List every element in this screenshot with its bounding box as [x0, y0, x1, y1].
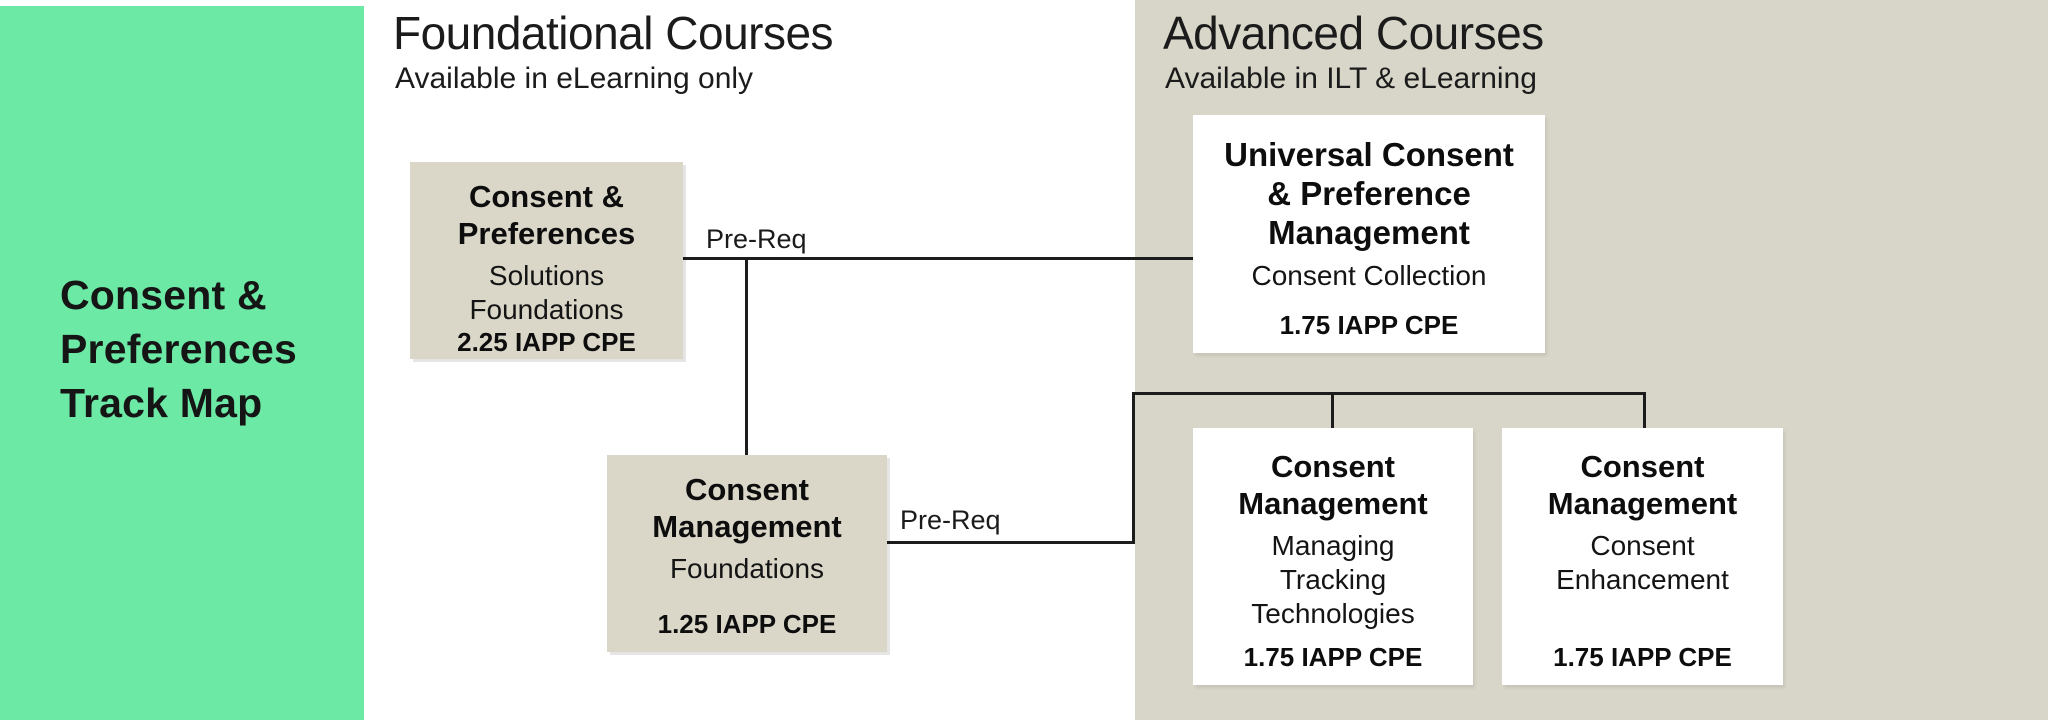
foundational-subheading: Available in eLearning only	[395, 62, 754, 95]
course-box-consent-preferences-solutions-foundations: Consent & Preferences Solutions Foundati…	[410, 162, 683, 359]
course-box-consent-management-managing-tracking-technologies: Consent Management Managing Tracking Tec…	[1193, 428, 1473, 685]
course-title: Consent Management	[1547, 449, 1738, 521]
course-subtitle: Solutions Foundations	[469, 260, 624, 325]
prereq-label-2: Pre-Req	[900, 505, 1001, 535]
course-subtitle: Consent Enhancement	[1556, 530, 1729, 595]
course-cpe-credits: 1.25 IAPP CPE	[657, 609, 837, 639]
advanced-subheading: Available in ILT & eLearning	[1165, 62, 1537, 95]
track-sidebar-panel: Consent & Preferences Track Map	[0, 6, 364, 720]
course-box-universal-consent-preference-management: Universal Consent & Preference Managemen…	[1193, 115, 1545, 353]
connector-prereq1-vertical-line	[745, 257, 748, 455]
course-cpe-credits: 2.25 IAPP CPE	[457, 327, 636, 357]
course-cpe-credits: 1.75 IAPP CPE	[1279, 310, 1459, 340]
course-box-consent-management-consent-enhancement: Consent Management Consent Enhancement 1…	[1502, 428, 1783, 685]
connector-drop-managing-tracking-line	[1331, 392, 1334, 428]
connector-prereq1-horizontal-line	[683, 257, 1197, 260]
course-cpe-credits: 1.75 IAPP CPE	[1243, 642, 1423, 672]
course-title: Universal Consent & Preference Managemen…	[1224, 136, 1514, 251]
course-cpe-credits: 1.75 IAPP CPE	[1553, 642, 1732, 672]
course-subtitle: Foundations	[669, 553, 825, 584]
course-title: Consent Management	[1238, 449, 1428, 521]
connector-advanced-riser-line	[1132, 392, 1135, 544]
course-box-consent-management-foundations: Consent Management Foundations 1.25 IAPP…	[607, 455, 887, 652]
track-title: Consent & Preferences Track Map	[60, 272, 297, 426]
prereq-label-1: Pre-Req	[706, 224, 807, 254]
connector-drop-consent-enhancement-line	[1643, 392, 1646, 428]
course-title: Consent Management	[652, 472, 842, 544]
course-subtitle: Consent Collection	[1251, 260, 1487, 291]
connector-prereq2-horizontal-line	[887, 541, 1135, 544]
foundational-heading: Foundational Courses	[393, 7, 834, 59]
connector-advanced-branch-line	[1132, 392, 1646, 395]
course-subtitle: Managing Tracking Technologies	[1251, 530, 1415, 629]
course-title: Consent & Preferences	[457, 179, 636, 251]
advanced-heading: Advanced Courses	[1163, 7, 1544, 59]
